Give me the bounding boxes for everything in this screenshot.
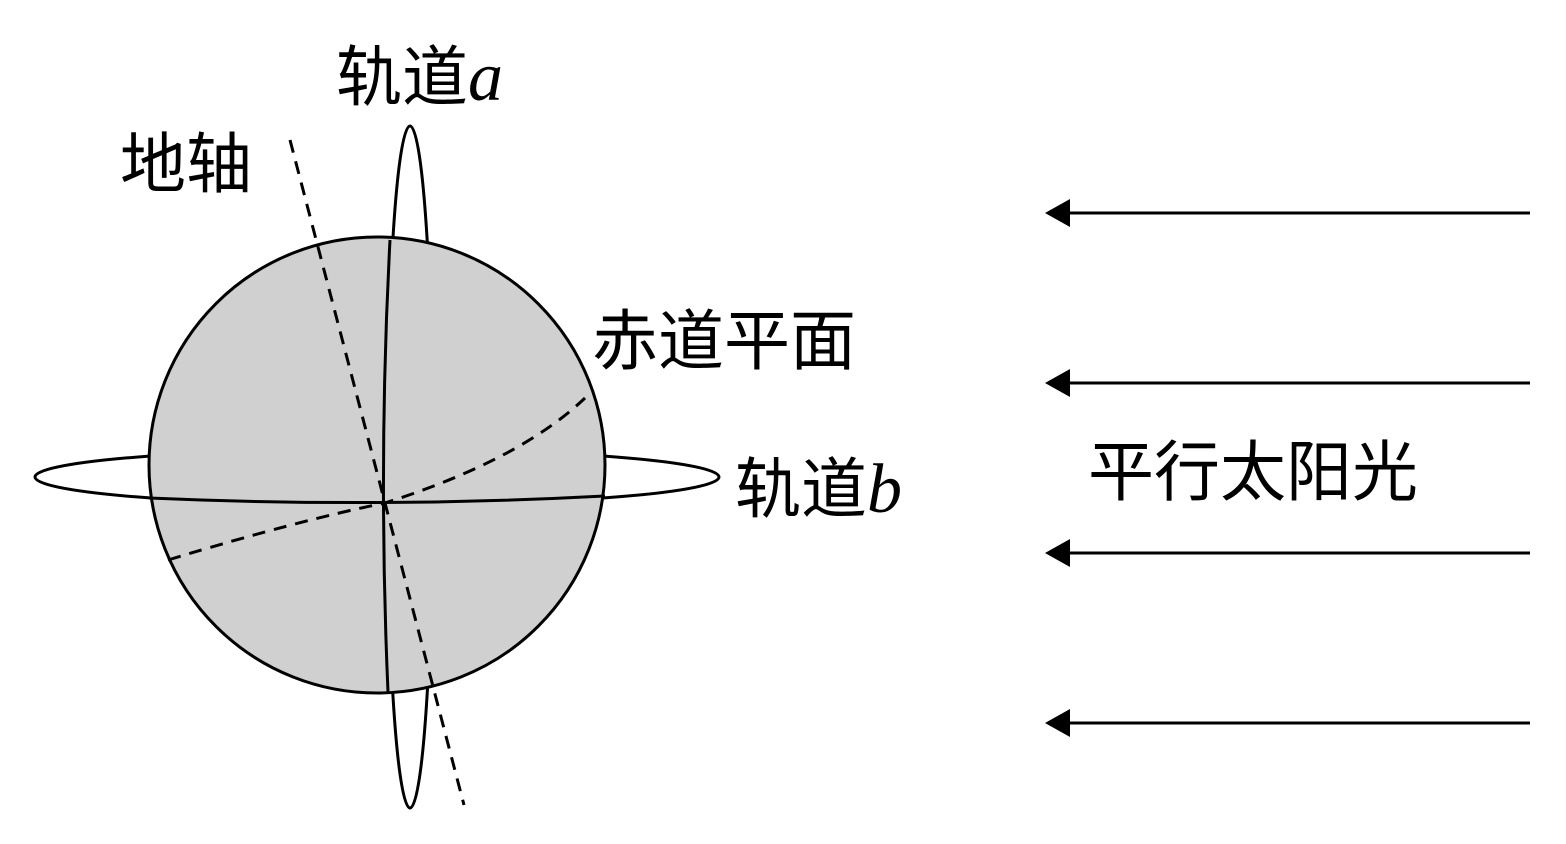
sunlight-ray — [1045, 199, 1530, 227]
sunlight-label: 平行太阳光 — [1088, 434, 1418, 511]
equatorial-plane-label: 赤道平面 — [592, 303, 856, 380]
orbit-a-front-arc — [381, 239, 392, 693]
earth-axis-dashed-line — [288, 139, 466, 806]
sunlight-ray — [1045, 539, 1530, 567]
earth-globe — [147, 235, 607, 695]
sunlight-rays — [1045, 199, 1530, 737]
earth-axis-label: 地轴 — [120, 126, 252, 203]
orbit-b-front-arc — [148, 494, 606, 505]
sunlight-ray — [1045, 369, 1530, 397]
sunlight-ray — [1045, 709, 1530, 737]
orbit-b-label: 轨道b — [735, 451, 902, 528]
orbit-a-label: 轨道a — [336, 39, 503, 116]
